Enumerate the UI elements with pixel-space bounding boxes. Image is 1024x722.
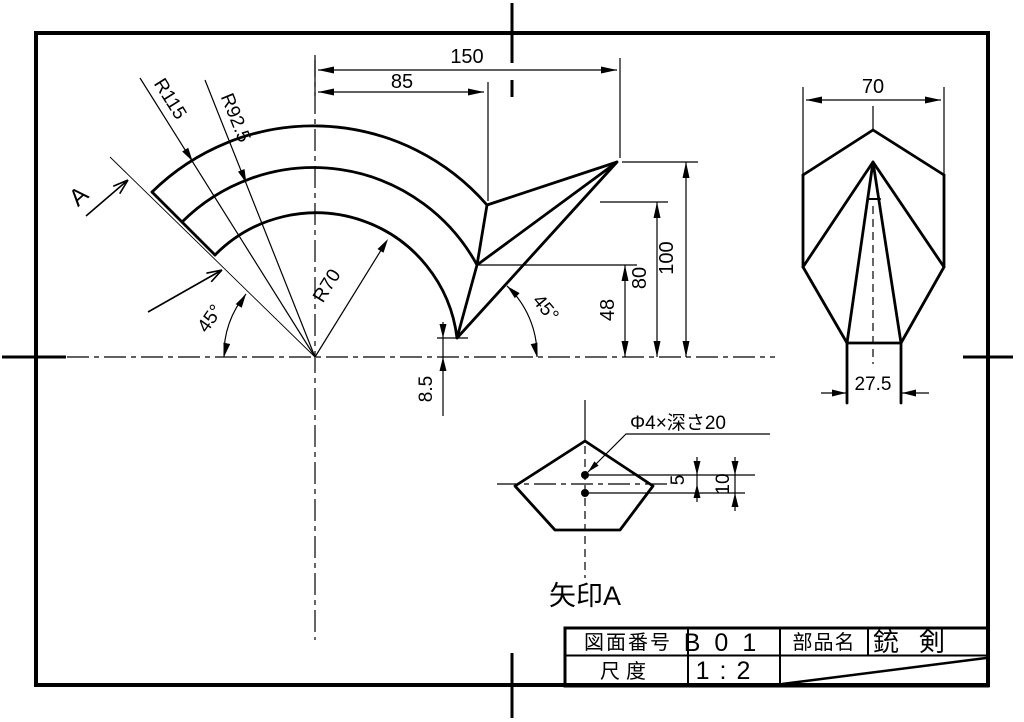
dim-8-5-arrows	[439, 324, 447, 371]
title-block: 図面番号 B01 部品名 銃剣 尺度 1:2	[563, 626, 990, 688]
arrow-view-caption: 矢印A	[549, 581, 621, 611]
arrow-view-dim-arrows	[588, 461, 739, 507]
drawing-number-value: B01	[684, 629, 770, 657]
dim-5: 5	[668, 475, 689, 486]
title-block-diagonal	[781, 656, 987, 686]
dim-70: 70	[862, 76, 884, 98]
dim-lines-top	[318, 58, 621, 201]
dim-48: 48	[597, 299, 619, 321]
dim-10: 10	[713, 473, 734, 494]
centering-marks	[2, 3, 1013, 718]
part-name-value: 銃剣	[873, 627, 965, 657]
angle-right-arrows	[507, 286, 538, 357]
dim-150: 150	[450, 46, 483, 68]
drawing-number-label: 図面番号	[584, 631, 672, 654]
main-centerlines	[67, 55, 775, 640]
dim-100: 100	[656, 241, 678, 274]
dim-80: 80	[629, 267, 651, 289]
scale-label: 尺度	[600, 660, 652, 683]
radius-leaders	[139, 77, 384, 358]
part-name-label: 部品名	[793, 631, 856, 654]
arrow-view-centerlines	[497, 400, 668, 578]
dim-85: 85	[391, 71, 413, 93]
radius-arrows	[182, 147, 388, 253]
dim-8-5: 8.5	[416, 376, 437, 402]
dim-arrows-right	[621, 162, 690, 357]
blade-outline	[150, 124, 619, 340]
angle-left-arrows	[223, 294, 246, 357]
view-arrow-a	[85, 179, 223, 313]
arrow-view-outline	[513, 439, 655, 532]
dim-27-5: 27.5	[855, 374, 892, 395]
scale-value: 1:2	[696, 657, 761, 685]
dim-arrows-top	[318, 66, 617, 96]
front-view-dim-arrows	[806, 96, 941, 397]
dim-lines-right	[479, 161, 698, 357]
front-view-outline	[801, 128, 946, 405]
hole-note: Φ4×深さ20	[630, 412, 726, 434]
view-direction-line	[109, 156, 316, 358]
